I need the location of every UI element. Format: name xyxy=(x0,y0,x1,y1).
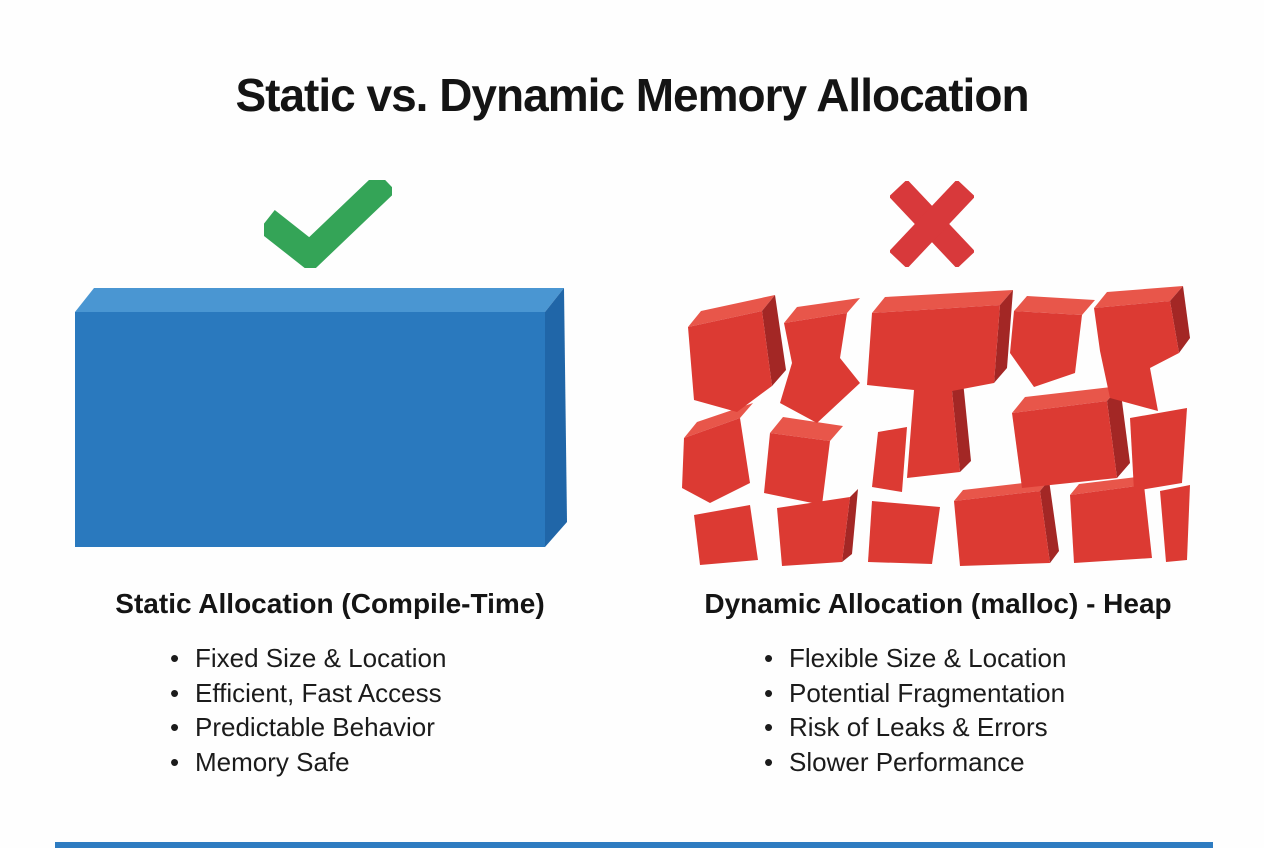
footer-accent-bar xyxy=(55,842,1213,848)
static-allocation-heading: Static Allocation (Compile-Time) xyxy=(115,588,545,619)
checkmark-icon xyxy=(264,180,392,268)
list-item: Fixed Size & Location xyxy=(168,641,598,676)
dynamic-allocation-bullet-list: Flexible Size & Location Potential Fragm… xyxy=(762,641,1202,779)
list-item: Predictable Behavior xyxy=(168,710,598,745)
list-item: Flexible Size & Location xyxy=(762,641,1202,676)
list-item: Memory Safe xyxy=(168,745,598,780)
page-title: Static vs. Dynamic Memory Allocation xyxy=(235,69,1029,121)
static-memory-block-illustration xyxy=(75,288,567,547)
fragmented-memory-blocks-illustration xyxy=(682,286,1190,566)
x-mark-icon xyxy=(890,181,974,267)
list-item: Potential Fragmentation xyxy=(762,676,1202,711)
static-allocation-bullet-list: Fixed Size & Location Efficient, Fast Ac… xyxy=(168,641,598,779)
list-item: Slower Performance xyxy=(762,745,1202,780)
list-item: Efficient, Fast Access xyxy=(168,676,598,711)
dynamic-allocation-heading: Dynamic Allocation (malloc) - Heap xyxy=(704,588,1172,619)
list-item: Risk of Leaks & Errors xyxy=(762,710,1202,745)
